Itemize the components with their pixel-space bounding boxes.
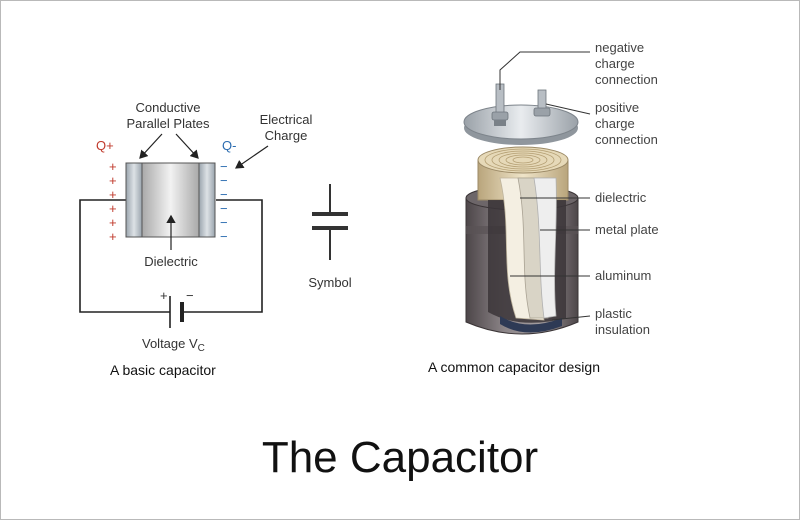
charge-arrow — [235, 145, 269, 169]
battery-plus-sign: + — [160, 288, 168, 303]
positive-terminal — [533, 89, 551, 117]
capacitor-symbol: Symbol — [308, 184, 352, 290]
plastic-insulation-label-1: plastic — [595, 306, 632, 321]
leader-positive — [545, 103, 591, 115]
leader-negative — [499, 51, 590, 90]
negative-charges: − − − − − − — [220, 159, 228, 244]
plastic-insulation-label-2: insulation — [595, 322, 650, 337]
dielectric-layer-label: dielectric — [595, 190, 647, 205]
minus-charge: − — [220, 201, 228, 216]
charge-label-line1: Electrical — [260, 112, 313, 127]
positive-connection-label-2: charge — [595, 116, 635, 131]
positive-connection-label-1: positive — [595, 100, 639, 115]
plus-charge: + — [109, 215, 117, 230]
circuit-wire — [79, 199, 263, 313]
negative-connection-label-3: connection — [595, 72, 658, 87]
page-title: The Capacitor — [262, 433, 538, 482]
plus-charge: + — [109, 229, 117, 244]
q-plus-label: Q+ — [96, 138, 114, 153]
plastic-insulation-base — [500, 316, 562, 333]
symbol-label: Symbol — [308, 275, 351, 290]
minus-charge: − — [220, 215, 228, 230]
plus-charge: + — [109, 187, 117, 202]
minus-charge: − — [220, 187, 228, 202]
plus-charge: + — [109, 173, 117, 188]
aluminum-foil-sheet — [533, 177, 557, 319]
charge-label-line2: Charge — [265, 128, 308, 143]
negative-connection-label-1: negative — [595, 40, 644, 55]
metal-plate-label: metal plate — [595, 222, 659, 237]
q-minus-label: Q- — [222, 138, 236, 153]
voltage-label: Voltage VC — [142, 336, 205, 354]
basic-capacitor-caption: A basic capacitor — [110, 362, 216, 378]
negative-terminal — [491, 83, 509, 126]
plates-label-line1: Conductive — [135, 100, 200, 115]
left-plate — [125, 162, 143, 238]
positive-charges: + + + + + + — [109, 159, 117, 244]
plus-charge: + — [109, 159, 117, 174]
leader-plastic — [551, 315, 591, 321]
minus-charge: − — [220, 229, 228, 244]
right-plate — [198, 162, 216, 238]
aluminum-label: aluminum — [595, 268, 651, 283]
minus-charge: − — [220, 173, 228, 188]
basic-capacitor-diagram: + − + + + + + + − − − − − − Q+ Q- Conduc… — [79, 100, 313, 378]
common-capacitor-diagram: negative charge connection positive char… — [428, 40, 659, 375]
plus-charge: + — [109, 201, 117, 216]
minus-charge: − — [220, 159, 228, 174]
common-capacitor-caption: A common capacitor design — [428, 359, 600, 375]
winding-rings — [484, 148, 562, 172]
leader-lines — [499, 51, 591, 321]
negative-connection-label-2: charge — [595, 56, 635, 71]
positive-connection-label-3: connection — [595, 132, 658, 147]
plates-arrow-left — [139, 133, 163, 159]
dielectric-label: Dielectric — [144, 254, 198, 269]
battery-minus-sign: − — [186, 288, 194, 303]
plates-arrow-right — [175, 133, 199, 159]
plates-label-line2: Parallel Plates — [126, 116, 210, 131]
lid-top — [463, 104, 579, 140]
